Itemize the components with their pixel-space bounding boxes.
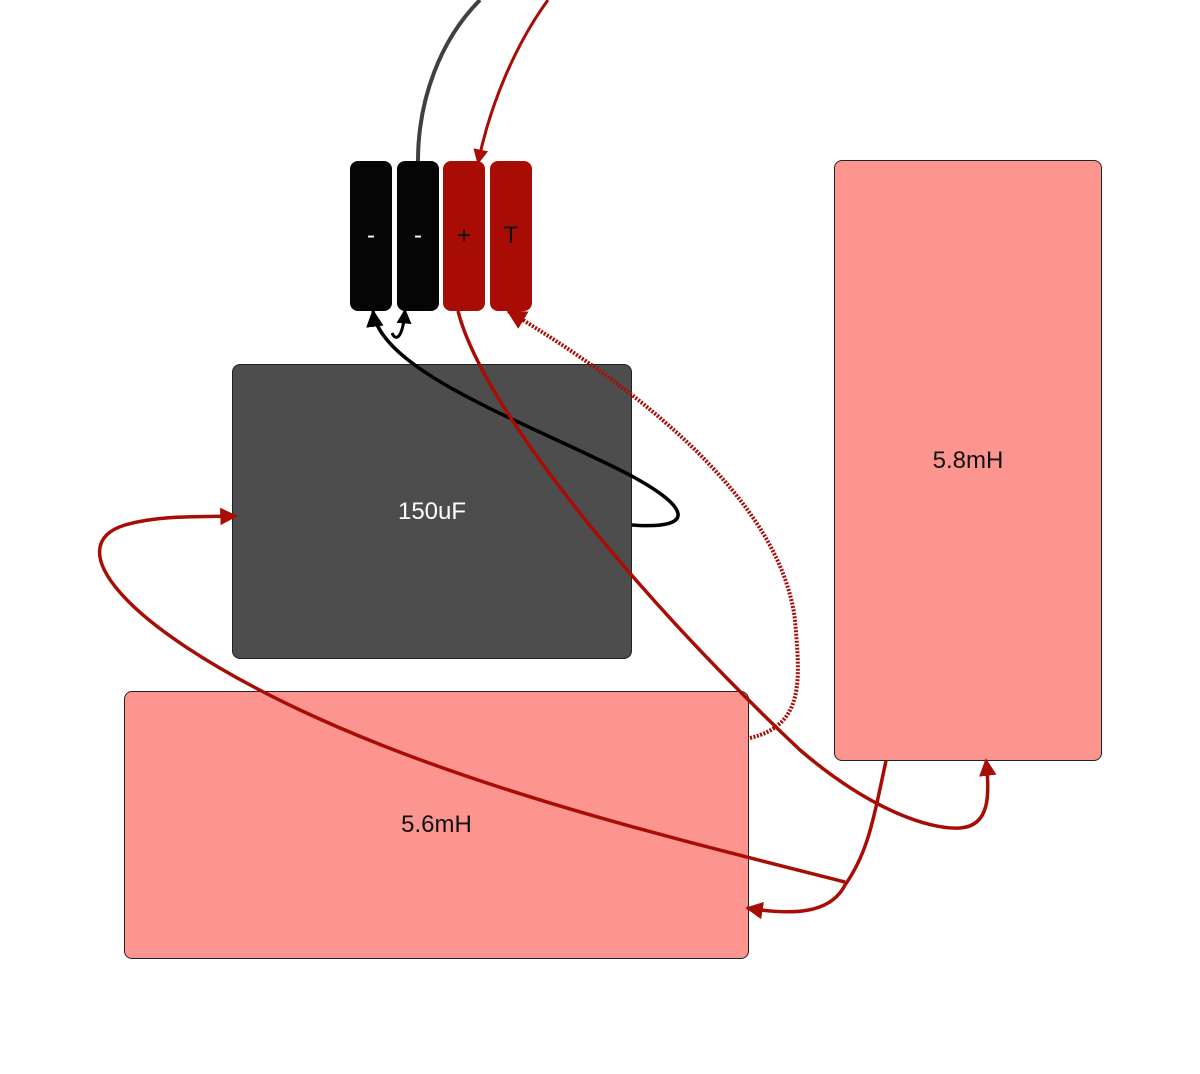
- terminal-negative-2[interactable]: -: [397, 161, 439, 311]
- capacitor-150uf[interactable]: 150uF: [232, 364, 632, 659]
- terminal-negative-1-label: -: [367, 222, 375, 249]
- inductor-5-8mh-label: 5.8mH: [932, 446, 1004, 474]
- inductor-5-8mh[interactable]: 5.8mH: [834, 160, 1102, 761]
- capacitor-label: 150uF: [397, 497, 467, 525]
- wire-black-negative-loop[interactable]: [390, 308, 412, 339]
- wire-red-inductor-5-8mh-to-inductor-5-6mh[interactable]: [745, 760, 888, 920]
- terminal-t-label: T: [503, 222, 519, 249]
- inductor-5-6mh-label: 5.6mH: [401, 811, 472, 838]
- terminal-t[interactable]: T: [490, 161, 532, 311]
- wire-red-top-to-positive[interactable]: [473, 0, 550, 165]
- terminal-negative-1[interactable]: -: [350, 161, 392, 311]
- terminal-positive[interactable]: +: [443, 161, 485, 311]
- inductor-5-6mh[interactable]: 5.6mH: [124, 691, 749, 959]
- terminal-negative-2-label: -: [414, 222, 422, 249]
- terminal-positive-label: +: [456, 222, 471, 249]
- wire-gray-top-to-negative[interactable]: [416, 0, 482, 162]
